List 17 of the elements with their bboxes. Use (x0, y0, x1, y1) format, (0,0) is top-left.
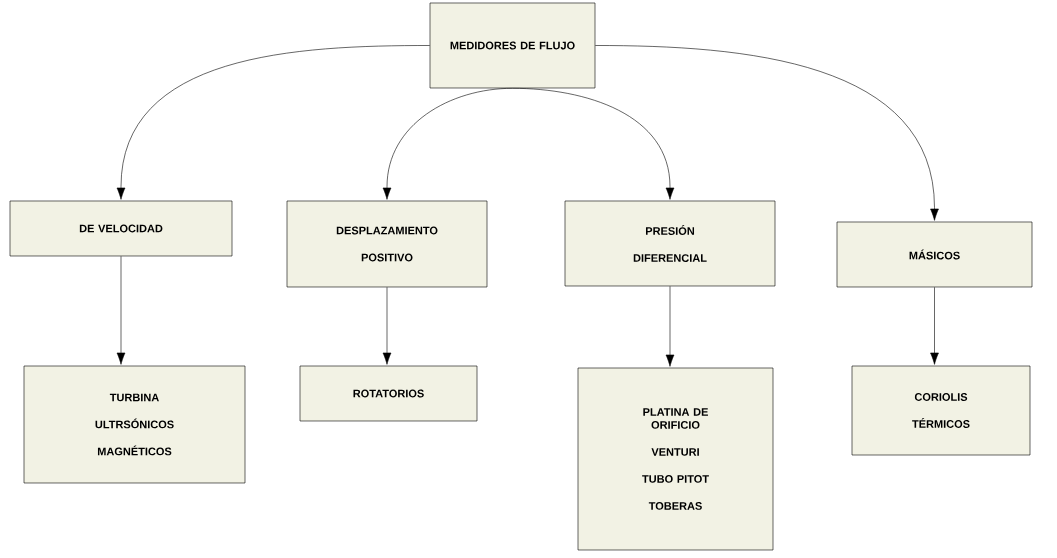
arrow (382, 88, 513, 200)
arrow (930, 287, 939, 365)
arrow (595, 45, 939, 221)
category-box: MÁSICOS (836, 221, 1033, 288)
category-box: CORIOLIS TÉRMICOS (851, 365, 1031, 456)
category-box: DESPLAZAMIENTO POSITIVO (286, 200, 488, 288)
category-box: ROTATORIOS (299, 365, 478, 422)
arrow (665, 286, 675, 367)
arrow (512, 88, 675, 200)
arrow (382, 287, 392, 365)
category-box: PRESIÓN DIFERENCIAL (564, 200, 776, 287)
category-box: MEDIDORES DE FLUJO (429, 2, 596, 89)
category-box: PLATINA DE ORIFICIO VENTURI TUBO PITOT TOBERAS (577, 367, 774, 551)
arrow (116, 256, 126, 365)
category-box: DE VELOCIDAD (9, 200, 233, 257)
category-box: TURBINA ULTRSÓNICOS MAGNÉTICOS (23, 365, 246, 484)
arrow (116, 45, 430, 200)
